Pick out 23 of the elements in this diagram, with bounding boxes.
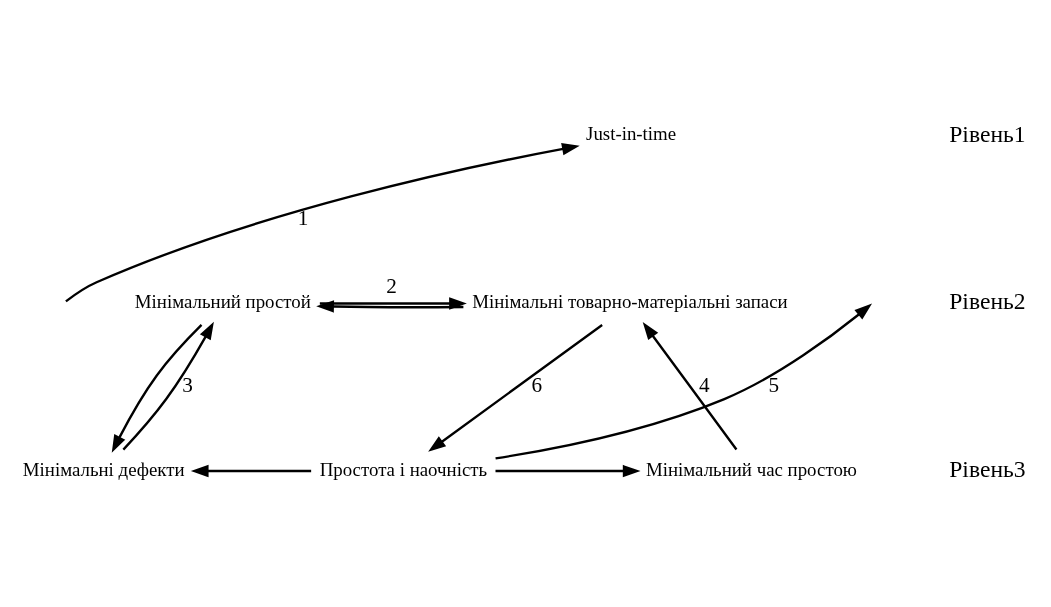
arrow <box>122 321 214 451</box>
node-text: Just-in-time <box>586 123 677 145</box>
edge-label: 5 <box>768 373 780 398</box>
edge-label: 3 <box>182 373 193 398</box>
arrow <box>111 324 203 453</box>
arrow <box>65 142 580 303</box>
arrow <box>495 464 641 478</box>
node-text: Мінімальний час простою <box>645 458 857 480</box>
arrow <box>190 464 312 478</box>
node-text: Мінімальні дефекти <box>22 458 185 480</box>
edge-label: 2 <box>386 274 397 299</box>
node-text: Мінімальний простой <box>134 290 311 312</box>
label: Рівень3 <box>949 455 1026 482</box>
edge-label: 6 <box>531 373 543 398</box>
edge-label: 1 <box>297 205 309 230</box>
node-text: Простота і наочність <box>319 458 488 480</box>
edge-label: 4 <box>698 373 710 398</box>
arrow <box>642 322 738 451</box>
node-text: Мінімальні товарно-матеріальні запаси <box>472 290 788 312</box>
arrow <box>495 303 873 460</box>
label: Рівень1 <box>949 120 1026 147</box>
label: Рівень2 <box>949 288 1026 315</box>
arrow <box>428 324 603 452</box>
